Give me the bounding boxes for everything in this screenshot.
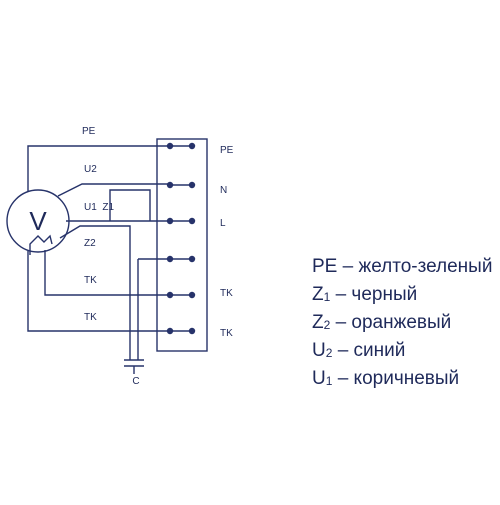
label-terminal-pe: PE (220, 145, 234, 156)
legend-code: U (312, 368, 326, 389)
label-wire-pe: PE (82, 126, 96, 137)
label-wire-z2: Z2 (84, 238, 96, 249)
legend-code: Z (312, 312, 324, 333)
legend-text: – коричневый (332, 368, 460, 389)
terminal-bridges (170, 145, 192, 332)
legend-row-z2: Z2 – оранжевый (312, 310, 492, 338)
legend-code: U (312, 340, 326, 361)
legend-sub: 1 (323, 290, 331, 304)
capacitor-symbol (124, 359, 144, 374)
label-capacitor: C (132, 376, 139, 387)
label-wire-tk1: TK (84, 275, 97, 286)
label-terminal-l: L (220, 218, 226, 229)
legend-code: Z (312, 284, 324, 305)
legend-text: – черный (330, 284, 418, 305)
legend-text: – синий (332, 340, 406, 361)
legend-row-u1: U1 – коричневый (312, 366, 492, 394)
color-legend: PE – желто-зеленый Z1 – черный Z2 – оран… (312, 254, 492, 394)
legend-row-pe: PE – желто-зеленый (312, 254, 492, 282)
legend-sub: 2 (323, 318, 331, 332)
wire-tk2 (27, 251, 170, 332)
thermal-contact (29, 234, 53, 255)
wire-u2 (57, 183, 170, 197)
legend-text: – оранжевый (330, 312, 452, 333)
label-wire-tk2: TK (84, 312, 97, 323)
legend-row-u2: U2 – синий (312, 338, 492, 366)
legend-sub: 1 (325, 374, 333, 388)
terminal-dots (166, 142, 196, 335)
motor-symbol-label: V (29, 206, 47, 236)
legend-text: – желто-зеленый (337, 256, 493, 277)
wire-pe (27, 145, 170, 192)
label-terminal-tk1: TK (220, 288, 233, 299)
wire-tk1 (44, 250, 170, 296)
legend-row-z1: Z1 – черный (312, 282, 492, 310)
terminal-block (156, 138, 208, 352)
legend-code: PE (312, 256, 338, 277)
label-terminal-tk2: TK (220, 328, 233, 339)
wire-z1-loop (109, 189, 151, 221)
legend-sub: 2 (325, 346, 333, 360)
label-wire-u1-z1: U1 Z1 (84, 202, 114, 213)
wire-z2 (59, 225, 131, 360)
label-wire-u2: U2 (84, 164, 97, 175)
label-terminal-n: N (220, 185, 227, 196)
